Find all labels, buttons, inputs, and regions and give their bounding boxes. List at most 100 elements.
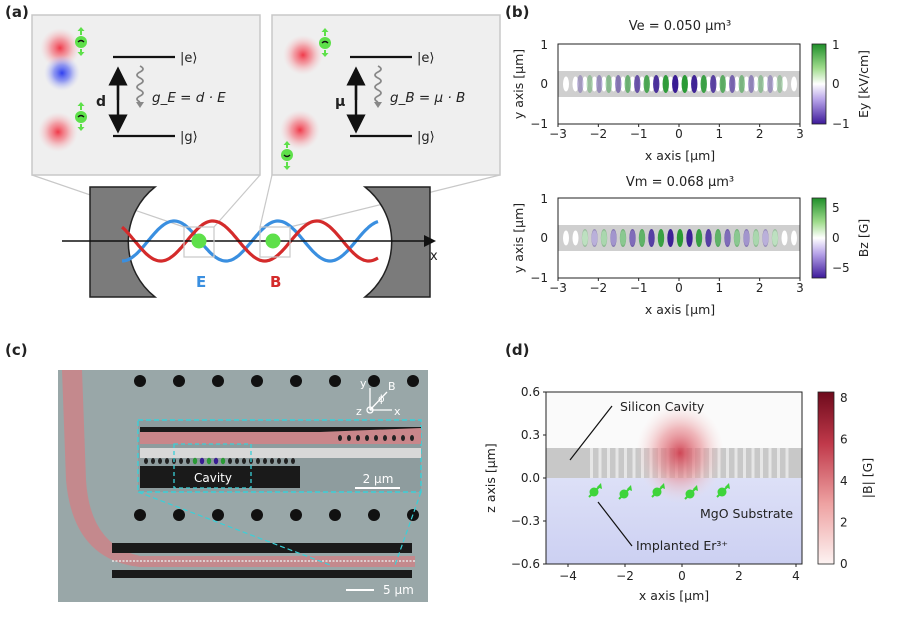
- mode-lobe: [596, 75, 603, 93]
- photonic-hole: [639, 76, 645, 92]
- panel-a-label: (a): [5, 3, 29, 21]
- coupling-gE: g_E = d · E: [152, 90, 226, 106]
- cavity-hole: [365, 435, 369, 441]
- photonic-hole: [629, 76, 636, 92]
- etch-hole: [290, 375, 302, 387]
- photonic-hole: [734, 76, 740, 92]
- cbar-tick: 2: [840, 516, 848, 530]
- electric-mode-volume-title: Ve = 0.050 μm³: [629, 19, 732, 34]
- mode-lobe: [629, 229, 636, 247]
- photonic-hole: [610, 76, 617, 92]
- cavity-segment: [590, 448, 593, 478]
- mode-lobe: [710, 75, 717, 93]
- cavity-hole: [410, 435, 414, 441]
- ytick: 1: [540, 38, 548, 52]
- cavity-hole: [228, 458, 232, 464]
- panel-b-label: (b): [505, 3, 529, 21]
- axis-x-label: x: [430, 249, 438, 264]
- standing-waves: [120, 219, 379, 263]
- mode-lobe: [213, 457, 219, 465]
- cavity-segment: [632, 448, 636, 478]
- mode-lobe: [733, 229, 741, 247]
- mode-lobe: [600, 229, 608, 247]
- xtick: −3: [549, 127, 567, 141]
- mode-lobe: [691, 75, 698, 93]
- mode-lobe: [619, 229, 627, 247]
- cavity-mirror-left: [89, 186, 158, 298]
- cavity-hole: [158, 458, 162, 464]
- ytick: 0: [540, 231, 548, 245]
- photonic-hole: [620, 76, 626, 92]
- red-charge-blob: [38, 112, 78, 152]
- axis-x: x: [394, 405, 401, 418]
- red-charge-blob: [280, 110, 320, 150]
- label-B: B: [270, 273, 281, 291]
- photonic-hole: [791, 230, 797, 246]
- axis-phi: ϕ: [378, 394, 385, 405]
- etch-hole: [173, 375, 185, 387]
- mode-lobe: [686, 229, 693, 247]
- silicon-cavity-label: Silicon Cavity: [620, 399, 705, 414]
- cavity-segment: [607, 448, 610, 478]
- etch-hole: [329, 375, 341, 387]
- cbar-tick: −1: [832, 117, 850, 131]
- cavity-hole: [256, 458, 260, 464]
- xtick: 3: [796, 127, 804, 141]
- xtick: 0: [675, 127, 683, 141]
- mode-lobe: [638, 229, 646, 247]
- etch-hole: [173, 509, 185, 521]
- mode-lobe: [586, 75, 593, 93]
- mode-lobe: [776, 75, 783, 93]
- cbar-tick: 6: [840, 433, 848, 447]
- cavity-box: [173, 443, 252, 489]
- cavity-segment: [726, 448, 729, 478]
- xtick: −1: [630, 281, 648, 295]
- field-hotspot: [636, 403, 724, 503]
- photonic-hole: [648, 76, 655, 92]
- xtick: 0: [678, 569, 686, 583]
- photonic-hole: [591, 76, 598, 92]
- mode-lobe: [767, 75, 774, 93]
- photonic-hole: [781, 230, 788, 246]
- cavity-hole: [383, 435, 387, 441]
- colorbar-label: |B| [G]: [860, 458, 875, 498]
- cavity-hole: [263, 458, 267, 464]
- cavity-hole: [291, 458, 295, 464]
- etch-hole: [407, 375, 419, 387]
- panel-a-inset-electric: |e⟩ |g⟩ d g_E = d · E: [31, 14, 261, 176]
- x-axis-label: x axis [μm]: [645, 148, 715, 163]
- cavity-hole: [151, 458, 155, 464]
- cavity-hole: [235, 458, 239, 464]
- cavity-segment: [624, 448, 627, 478]
- cavity-segment: [777, 448, 780, 478]
- mode-lobe: [653, 75, 660, 93]
- mode-lobe: [738, 75, 745, 93]
- cbar-tick: 0: [832, 231, 840, 245]
- cavity-hole: [179, 458, 183, 464]
- photonic-hole: [791, 76, 797, 92]
- orientation-axes-icon: [366, 388, 392, 414]
- photonic-hole: [610, 230, 617, 246]
- photonic-hole: [772, 76, 778, 92]
- mode-lobe: [729, 75, 736, 93]
- ytick: 1: [540, 192, 548, 206]
- mode-lobe: [192, 457, 198, 465]
- red-charge-blob: [283, 35, 323, 75]
- cavity-hole: [347, 435, 351, 441]
- y-axis-label: z axis [μm]: [483, 443, 498, 512]
- panel-a-inset-magnetic: |e⟩ |g⟩ μ g_B = μ · B: [271, 14, 501, 176]
- photonic-hole: [677, 76, 683, 92]
- cavity-hole: [338, 435, 342, 441]
- blue-charge-blob: [44, 55, 80, 91]
- mode-lobe: [705, 229, 712, 247]
- etch-hole: [251, 509, 263, 521]
- etch-hole: [368, 509, 380, 521]
- photonic-hole: [591, 230, 598, 246]
- dipole-mu-label: μ: [335, 94, 345, 110]
- cavity-mirror-right: [362, 186, 431, 298]
- mgo-label: MgO Substrate: [700, 506, 793, 521]
- mode-lobe: [206, 457, 212, 465]
- excited-state-label: |e⟩: [180, 51, 197, 66]
- xtick: 0: [675, 281, 683, 295]
